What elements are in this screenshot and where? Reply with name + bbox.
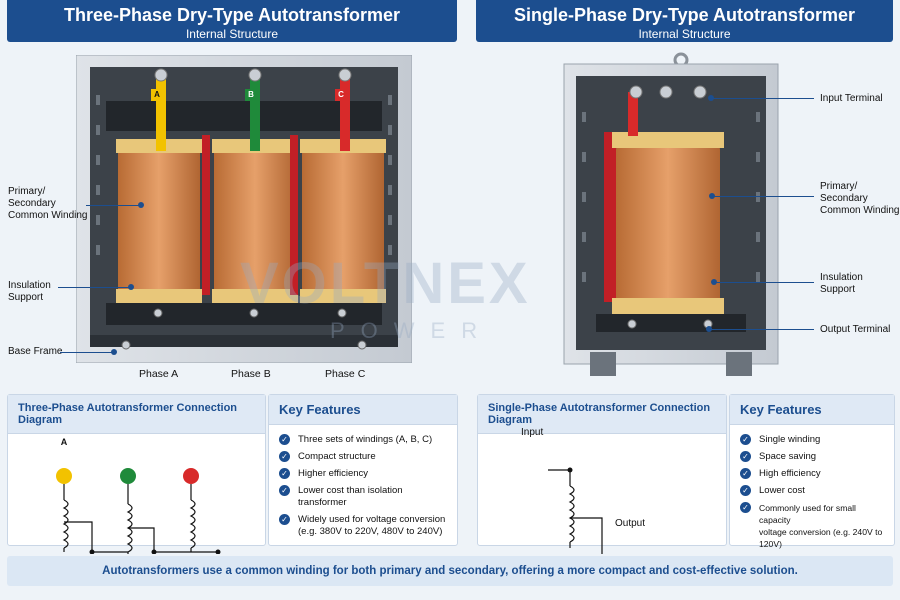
three-phase-transformer-illustration bbox=[76, 55, 412, 363]
footer-summary: Autotransformers use a common winding fo… bbox=[7, 556, 893, 586]
left-dot-base bbox=[111, 349, 117, 355]
feature-item: ✓Single winding bbox=[740, 434, 888, 446]
phase-label-a: Phase A bbox=[139, 368, 179, 380]
phase-b-tag: B bbox=[245, 89, 257, 101]
single-phase-diagram-title: Single-Phase Autotransformer Connection … bbox=[478, 395, 726, 434]
single-phase-connection-diagram bbox=[548, 467, 618, 561]
phase-label-b: Phase B bbox=[231, 368, 271, 380]
watermark-sub: POWER bbox=[330, 318, 494, 343]
check-icon: ✓ bbox=[740, 434, 751, 445]
feature-item: ✓Commonly used for small capacity voltag… bbox=[740, 502, 888, 550]
diagram-tag-b: B bbox=[124, 437, 132, 447]
feature-item: ✓Space saving bbox=[740, 451, 888, 463]
three-phase-features-title: Key Features bbox=[269, 395, 457, 425]
left-dot-winding bbox=[138, 202, 144, 208]
right-leader-output bbox=[708, 329, 814, 330]
phase-label-c: Phase C bbox=[325, 368, 366, 380]
diagram-output-label: Output bbox=[615, 518, 646, 529]
feature-item: ✓Widely used for voltage conversion (e.g… bbox=[279, 514, 449, 538]
right-leader-input bbox=[710, 98, 814, 99]
check-icon: ✓ bbox=[740, 485, 751, 496]
single-phase-features-title: Key Features bbox=[730, 395, 894, 425]
single-phase-features-panel: Key Features ✓Single winding ✓Space savi… bbox=[729, 394, 895, 549]
three-phase-diagram-panel: Three-Phase Autotransformer Connection D… bbox=[7, 394, 266, 555]
left-leader-winding bbox=[86, 205, 140, 206]
left-label-insulation: Insulation Support bbox=[8, 280, 51, 303]
diagram-tag-c: C bbox=[187, 437, 195, 447]
feature-item: ✓Lower cost than isolation transformer bbox=[279, 485, 449, 509]
left-dot-insulation bbox=[128, 284, 134, 290]
phase-a-tag: A bbox=[151, 89, 163, 101]
single-phase-diagram-panel: Single-Phase Autotransformer Connection … bbox=[477, 394, 727, 561]
feature-item: ✓Three sets of windings (A, B, C) bbox=[279, 434, 449, 446]
right-label-winding: Primary/ Secondary Common Winding bbox=[820, 181, 900, 216]
check-icon: ✓ bbox=[740, 451, 751, 462]
right-title: Single-Phase Dry-Type Autotransformer bbox=[513, 5, 856, 25]
right-label-output: Output Terminal bbox=[820, 324, 891, 335]
check-icon: ✓ bbox=[279, 451, 290, 462]
three-phase-connection-diagram bbox=[56, 468, 221, 555]
single-phase-transformer-illustration bbox=[563, 52, 779, 376]
left-label-winding: Primary/ Secondary Common Winding bbox=[8, 186, 88, 221]
check-icon: ✓ bbox=[279, 514, 290, 525]
right-label-insulation: Insulation Support bbox=[820, 272, 863, 295]
check-icon: ✓ bbox=[279, 434, 290, 445]
feature-item: ✓High efficiency bbox=[740, 468, 888, 480]
diagram-tag-a: A bbox=[60, 437, 68, 447]
three-phase-diagram-title: Three-Phase Autotransformer Connection D… bbox=[8, 395, 265, 434]
left-title: Three-Phase Dry-Type Autotransformer bbox=[63, 5, 401, 25]
feature-item: ✓Compact structure bbox=[279, 451, 449, 463]
right-dot-input bbox=[708, 95, 714, 101]
diagram-input-label: Input bbox=[521, 427, 544, 438]
left-leader-insulation bbox=[58, 287, 130, 288]
phase-c-tag: C bbox=[335, 89, 347, 101]
right-leader-winding bbox=[712, 196, 814, 197]
check-icon: ✓ bbox=[740, 502, 751, 513]
right-dot-winding bbox=[709, 193, 715, 199]
right-label-input: Input Terminal bbox=[820, 93, 883, 104]
right-dot-output bbox=[706, 326, 712, 332]
watermark-brand: VOLTNEX bbox=[240, 251, 531, 316]
check-icon: ✓ bbox=[279, 485, 290, 496]
three-phase-features-panel: Key Features ✓Three sets of windings (A,… bbox=[268, 394, 458, 546]
left-label-base: Base Frame bbox=[8, 346, 63, 357]
right-subtitle: Internal Structure bbox=[638, 27, 731, 41]
check-icon: ✓ bbox=[740, 468, 751, 479]
feature-item: ✓Lower cost bbox=[740, 485, 888, 497]
left-header: Three-Phase Dry-Type Autotransformer Int… bbox=[7, 0, 457, 42]
left-leader-base bbox=[60, 352, 112, 353]
right-dot-insulation bbox=[711, 279, 717, 285]
check-icon: ✓ bbox=[279, 468, 290, 479]
right-leader-insulation bbox=[714, 282, 814, 283]
left-subtitle: Internal Structure bbox=[185, 27, 279, 41]
right-header: Single-Phase Dry-Type Autotransformer In… bbox=[476, 0, 893, 42]
feature-item: ✓Higher efficiency bbox=[279, 468, 449, 480]
